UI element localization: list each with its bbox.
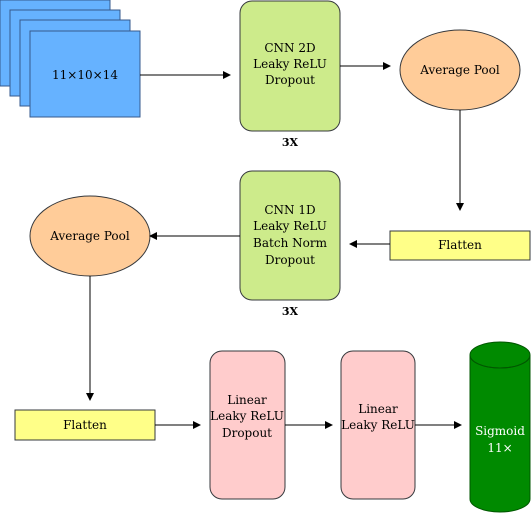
input-shape-label: 11×10×14 <box>52 68 118 82</box>
flatten-1: Flatten <box>389 230 531 261</box>
linear-1-label-line-2: Leaky ReLU <box>210 409 284 423</box>
linear-block-1: Linear Leaky ReLU Dropout <box>209 350 286 500</box>
output-label-line-2: 11× <box>487 441 512 455</box>
cnn2d-label-line-3: Dropout <box>265 73 315 87</box>
output-cylinder-body <box>469 355 531 513</box>
cnn2d-label-line-2: Leaky ReLU <box>253 57 327 71</box>
cnn1d-label-line-3: Batch Norm <box>253 236 328 250</box>
avgpool-1-label: Average Pool <box>419 63 500 77</box>
linear-block-2: Linear Leaky ReLU <box>340 350 416 500</box>
flatten-1-label: Flatten <box>438 238 482 252</box>
cnn2d-block: CNN 2D Leaky ReLU Dropout 3X <box>239 0 341 149</box>
cnn1d-block: CNN 1D Leaky ReLU Batch Norm Dropout 3X <box>239 170 341 318</box>
output-label-line-1: Sigmoid <box>475 424 525 438</box>
avgpool-1: Average Pool <box>399 29 521 111</box>
linear-2-label-line-1: Linear <box>358 402 398 416</box>
flatten-2: Flatten <box>14 409 156 441</box>
input-layer-front <box>29 30 141 118</box>
output-cylinder-rim <box>469 354 531 369</box>
cnn1d-label-line-2: Leaky ReLU <box>253 219 327 233</box>
linear-1-box <box>209 350 286 500</box>
avgpool-2-label: Average Pool <box>49 229 130 243</box>
input-tensor-stack: 11×10×14 <box>0 0 141 118</box>
cnn2d-repeat-label: 3X <box>282 136 299 149</box>
avgpool-2: Average Pool <box>29 195 151 277</box>
cnn2d-label-line-1: CNN 2D <box>264 41 315 55</box>
linear-2-label-line-2: Leaky ReLU <box>341 418 415 432</box>
cnn1d-repeat-label: 3X <box>282 305 299 318</box>
flatten-1-box <box>389 230 531 261</box>
cnn1d-label-line-1: CNN 1D <box>264 203 315 217</box>
linear-1-label-line-3: Dropout <box>222 426 272 440</box>
linear-1-label-line-1: Linear <box>227 393 267 407</box>
cnn1d-label-line-4: Dropout <box>265 253 315 267</box>
output-cylinder: Sigmoid 11× <box>469 341 531 513</box>
arrows <box>86 62 464 429</box>
flatten-2-label: Flatten <box>63 418 107 432</box>
